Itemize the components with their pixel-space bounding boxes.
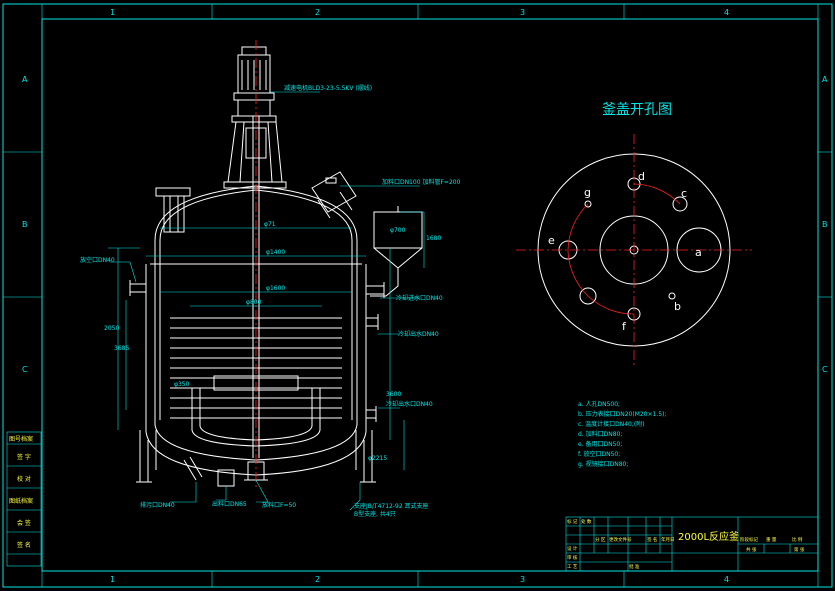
motor-cap	[241, 46, 267, 56]
left-border-zone	[2, 3, 43, 588]
tb-cell-11: 阶段标记	[740, 536, 758, 543]
dim-left-2: 3685	[114, 345, 129, 352]
hole-label-a: a	[695, 246, 702, 259]
tb-cell-8: 审 核	[567, 554, 578, 561]
grid-row-left-a: A	[22, 75, 28, 84]
reducer-flange	[233, 92, 275, 101]
tb-cell-12: 重 量	[766, 536, 777, 543]
title-block	[565, 516, 819, 572]
tb-cell-7: 设 计	[567, 545, 578, 552]
grid-row-right-a: A	[822, 75, 828, 84]
hole-label-e: e	[548, 234, 555, 247]
grid-labels: 1 2 3 4 1 2 3 4 A B C A B C	[22, 8, 828, 584]
grid-col-bottom-1: 1	[110, 575, 115, 584]
drawing-title: 2000L反应釜	[678, 530, 739, 543]
hole-label-d: d	[638, 170, 645, 183]
grid-col-top-3: 3	[520, 8, 525, 17]
hole-label-b: b	[674, 300, 681, 313]
lid-centerlines	[516, 134, 752, 366]
label-bottom-mid: 放料口F=50	[262, 501, 296, 509]
dimension-lines	[108, 91, 425, 511]
grid-row-left-c: C	[22, 365, 28, 374]
reducer-body	[237, 99, 271, 117]
label-left-nozzle: 放空口DN40	[80, 256, 115, 264]
tb-cell-10: 批 准	[629, 563, 640, 570]
tb-cell-14: 共 张	[746, 546, 757, 553]
hole-c2	[579, 287, 597, 305]
left-strip-cell-4: 图纸档案	[9, 497, 33, 505]
hole-g	[584, 200, 592, 208]
lid-view-title: 釜盖开孔图	[602, 102, 672, 118]
tb-cell-15: 第 张	[794, 546, 805, 553]
lid-legend: a. 人孔DN500; b. 压力表接口DN20(M20×1.5); c. 温度…	[578, 400, 666, 468]
grid-col-top-1: 1	[110, 8, 115, 17]
vessel-drawing	[129, 46, 423, 487]
manway-nozzle	[311, 171, 357, 219]
grid-row-right-c: C	[822, 365, 828, 374]
tb-cell-1: 标 记	[567, 518, 578, 525]
tb-cell-2: 处 数	[581, 518, 592, 525]
dim-coil: φ800	[246, 299, 262, 306]
dim-small-2: φ350	[174, 381, 190, 388]
legend-item-c: c. 温度计接口DN40;(附)	[578, 420, 645, 428]
left-strip-cell-2: 签 字	[17, 453, 31, 461]
legend-item-b: b. 压力表接口DN20(M20×1.5);	[578, 410, 666, 418]
grid-col-bottom-2: 2	[315, 575, 320, 584]
support-legs	[136, 430, 376, 483]
grid-ticks	[3, 4, 832, 587]
tb-cell-4: 更改文件号	[609, 536, 632, 543]
dim-right-1: 3600	[386, 391, 401, 398]
legend-item-g: g. 视镜接口DN80;	[578, 460, 628, 468]
label-right-nozzle-mid: 冷却出水DN40	[398, 330, 439, 338]
label-feed: 加料口DN100 加料管F=200	[382, 178, 461, 186]
grid-row-right-b: B	[822, 220, 828, 229]
left-strip-cell-5: 会 签	[17, 519, 31, 527]
hole-c	[672, 196, 688, 212]
left-strip-cell-3: 校 对	[17, 475, 31, 483]
hole-label-c: c	[681, 187, 687, 200]
label-bottom-right-2: B型支座, 共4只	[354, 510, 396, 518]
left-strip-table	[6, 431, 42, 567]
left-strip-cell-6: 签 名	[17, 541, 31, 549]
grid-col-top-2: 2	[315, 8, 320, 17]
tb-cell-9: 工 艺	[567, 564, 578, 570]
legend-item-d: d. 加料口DN80;	[578, 430, 622, 438]
tb-cell-3: 分 区	[595, 536, 606, 543]
hole-b	[668, 292, 676, 300]
dim-shell: φ1400	[266, 249, 285, 256]
label-bottom-right-1: 支座JB/T4712-92 耳式支座	[354, 502, 429, 510]
nozzle-top-left	[155, 187, 191, 197]
dim-small-1: φ2215	[368, 455, 387, 462]
dim-height: 1680	[426, 235, 441, 242]
dim-left-1: 2050	[104, 325, 119, 332]
hole-label-g: g	[584, 186, 591, 199]
legend-item-e: e. 备用口DN50;	[578, 440, 622, 448]
grid-row-left-b: B	[22, 220, 28, 229]
label-motor: 减速电机BLD3-23-5.5KV (摆线)	[284, 84, 372, 92]
hole-label-f: f	[622, 320, 627, 333]
grid-col-bottom-4: 4	[724, 575, 729, 584]
dim-tank: φ700	[390, 227, 406, 234]
label-right-nozzle-top: 冷却进水口DN40	[396, 294, 443, 302]
legend-item-a: a. 人孔DN500;	[578, 400, 620, 408]
grid-col-bottom-3: 3	[520, 575, 525, 584]
left-strip-cell-1: 图号档案	[9, 435, 33, 443]
label-bottom-left-1: 排污口DN40	[140, 501, 175, 509]
label-bottom-left-2: 出料口DN65	[212, 500, 247, 508]
tb-cell-5: 签 名	[647, 536, 657, 543]
grid-col-top-4: 4	[724, 8, 729, 17]
tb-cell-6: 年月日	[661, 536, 675, 543]
label-right-nozzle-low: 冷却出水口DN40	[386, 400, 433, 408]
dim-jacket: φ1600	[266, 285, 285, 292]
dim-top: φ71	[264, 221, 276, 228]
tb-cell-13: 比 例	[792, 536, 803, 543]
legend-item-f: f. 放空口DN50;	[578, 450, 620, 458]
